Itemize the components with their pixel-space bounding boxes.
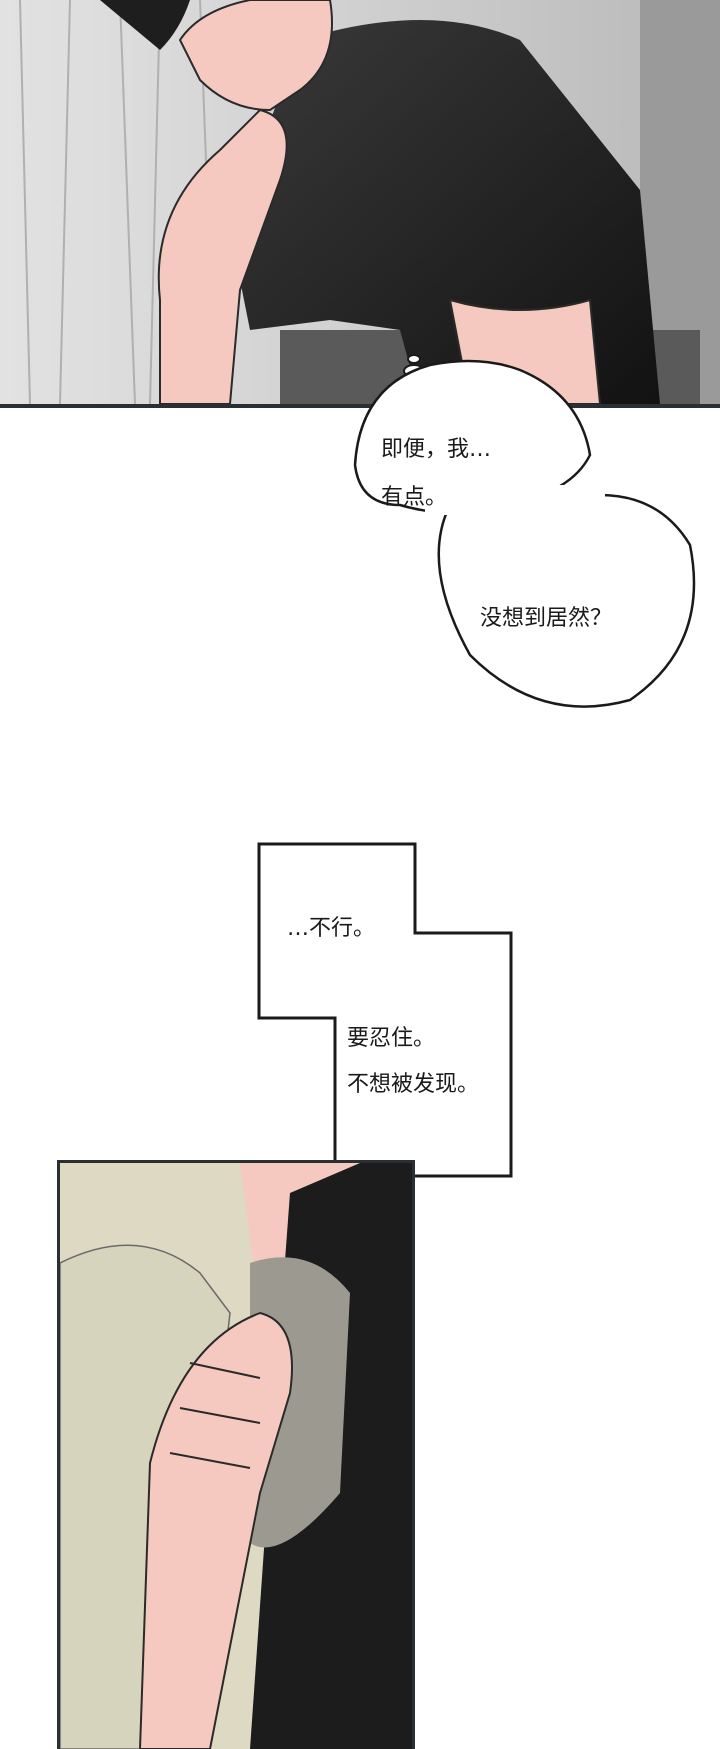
face bbox=[178, 0, 333, 112]
panel-bottom-illustration bbox=[60, 1163, 412, 1749]
bubble-line: 有点。 bbox=[381, 485, 448, 510]
panel-top-illustration bbox=[0, 0, 720, 404]
bubble-line: 没想到居然？ bbox=[480, 606, 613, 631]
comic-panel-bottom bbox=[57, 1160, 415, 1749]
bubble-join bbox=[425, 485, 605, 515]
forearm bbox=[157, 108, 288, 404]
finger-lines bbox=[169, 1362, 261, 1469]
speech-bubble bbox=[353, 354, 696, 708]
bubble-line: 即便，我… bbox=[381, 437, 492, 462]
narration-box bbox=[257, 842, 513, 1178]
narration-line: 不想被发现。 bbox=[347, 1072, 480, 1097]
narration-line: …不行。 bbox=[287, 916, 376, 941]
narration-box-outline bbox=[257, 842, 513, 1178]
comic-panel-top bbox=[0, 0, 720, 408]
narration-line: 要忍住。 bbox=[347, 1026, 436, 1051]
bubble-tail-dot-small bbox=[407, 354, 421, 364]
hair bbox=[100, 0, 190, 50]
